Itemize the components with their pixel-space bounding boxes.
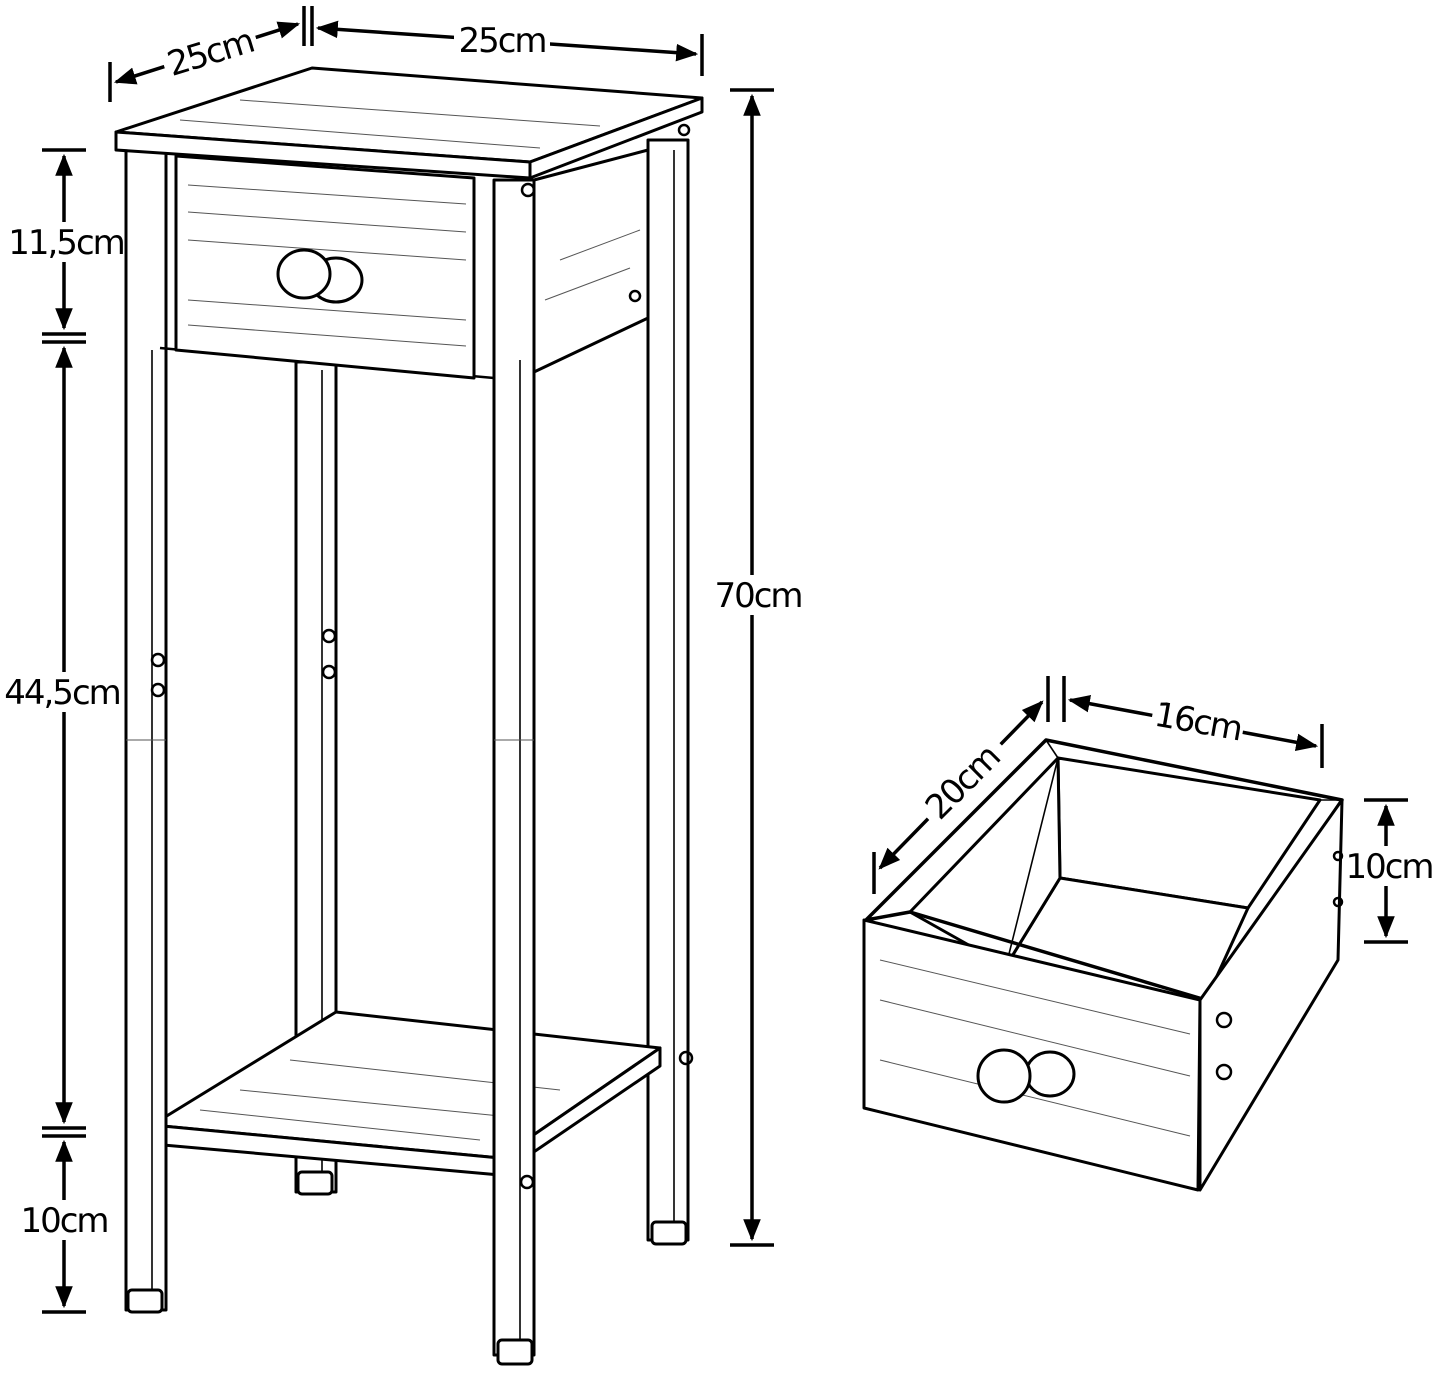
side-table [114, 66, 704, 1366]
table-depth-label: 25cm [163, 21, 258, 85]
table-drawer-front [174, 154, 476, 380]
dim-table-width: 25cm [310, 6, 704, 76]
bottom-shelf [150, 1010, 662, 1177]
back-leg-right [646, 138, 690, 1246]
open-section-label: 44,5cm [4, 673, 120, 713]
dim-table-height: 70cm [712, 88, 804, 1247]
table-height-label: 70cm [714, 576, 801, 616]
dim-open-section: 44,5cm [0, 345, 124, 1138]
front-leg-right [492, 178, 536, 1366]
dim-drawer-height: 10cm [1345, 798, 1434, 944]
front-leg-left [124, 148, 168, 1314]
dim-drawer-section: 11,5cm [6, 148, 126, 344]
dim-leg-height: 10cm [18, 1139, 110, 1314]
drawer-section-label: 11,5cm [8, 223, 124, 263]
table-width-label: 25cm [458, 21, 545, 61]
leg-height-label: 10cm [20, 1201, 107, 1241]
dim-drawer-width: 16cm [1062, 676, 1324, 768]
drawer-housing-side [532, 148, 650, 374]
drawer-width-label: 16cm [1151, 695, 1244, 750]
drawer-knob [276, 248, 364, 304]
tabletop [114, 66, 704, 180]
drawer-handle-knob [976, 1048, 1076, 1104]
drawer-height-label: 10cm [1345, 847, 1432, 887]
